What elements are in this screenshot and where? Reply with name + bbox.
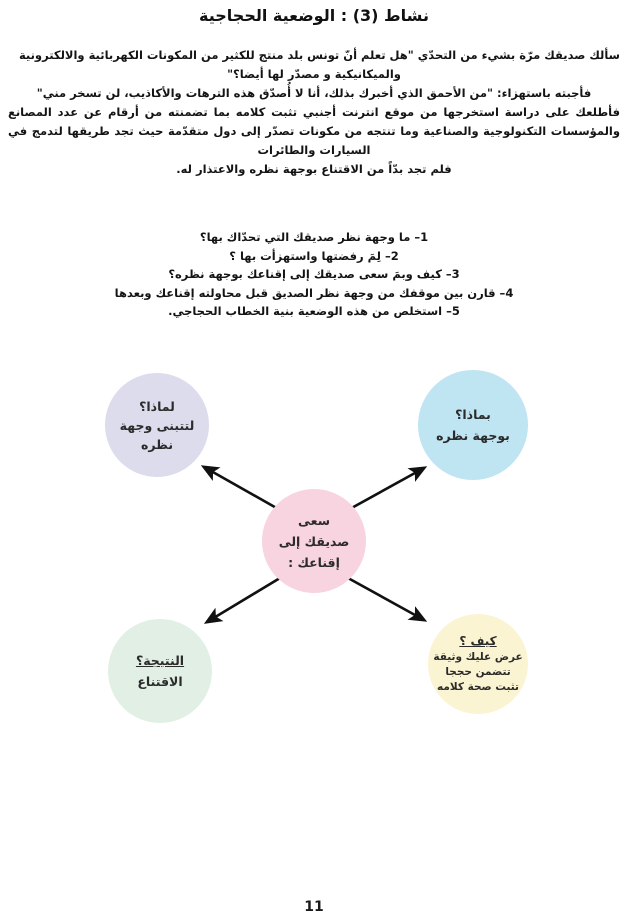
node-why-line-1: لماذا؟ xyxy=(139,398,175,414)
node-center-line-2: صديقك إلى xyxy=(278,533,350,549)
body-text: سألك صديقك مرّة بشيء من التحدّي "هل تعلم… xyxy=(8,46,620,179)
argument-diagram: لماذا؟ لتتبنى وجهة نظره بماذا؟ بوجهة نظر… xyxy=(0,350,628,770)
paragraph-2: فأجبته باستهزاء: "من الأحمق الذي أخبرك ب… xyxy=(36,86,592,100)
questions-list: 1– ما وجهة نظر صديقك التي تحدّاك بها؟ 2–… xyxy=(8,228,620,321)
diagram-node-result: النتيجة؟ الاقتناع xyxy=(108,619,212,723)
node-how-line-3: تثبت صحة كلامه xyxy=(437,680,519,693)
question-item-3: 3– كيف وبمَ سعى صديقك إلى إقناعك بوجهة ن… xyxy=(168,267,460,281)
node-why-line-3: نظره xyxy=(140,436,174,452)
diagram-node-why: لماذا؟ لتتبنى وجهة نظره xyxy=(105,373,209,477)
page-number: 11 xyxy=(304,899,324,915)
node-how-line-2: تتضمن حججا xyxy=(445,665,511,678)
node-how-line-1: عرض عليك وثيقة xyxy=(433,650,523,663)
question-item-1: 1– ما وجهة نظر صديقك التي تحدّاك بها؟ xyxy=(199,230,429,244)
paragraph-3: فأطلعك على دراسة استخرجها من موقع انترنت… xyxy=(8,105,620,157)
node-center-line-3: إقناعك : xyxy=(288,554,340,570)
paragraph-4: فلم تجد بدّاً من الاقتناع بوجهة نظره وال… xyxy=(176,162,452,176)
diagram-node-center: سعى صديقك إلى إقناعك : xyxy=(262,489,366,593)
node-with-what-line-2: بوجهة نظره xyxy=(436,428,510,443)
question-item-5: 5– استخلص من هذه الوضعية بنية الخطاب الح… xyxy=(168,304,460,318)
question-item-4: 4– قارن بين موقفك من وجهة نظر الصديق قبل… xyxy=(114,285,514,300)
node-with-what-line-1: بماذا؟ xyxy=(455,407,491,422)
page-title: نشاط (3) : الوضعية الحجاجية xyxy=(199,6,429,25)
node-result-line-1: النتيجة؟ xyxy=(135,653,185,668)
arrow-center-to-why xyxy=(200,465,281,512)
diagram-node-with-what: بماذا؟ بوجهة نظره xyxy=(418,370,528,480)
diagram-node-how: كيف ؟ عرض عليك وثيقة تتضمن حججا تثبت صحة… xyxy=(428,614,528,714)
node-how-heading: كيف ؟ xyxy=(459,633,497,648)
arrow-center-to-result xyxy=(203,576,281,624)
question-item-2: 2– لِمَ رفضتها واستهزأت بها ؟ xyxy=(229,248,399,263)
node-why-line-2: لتتبنى وجهة xyxy=(119,417,195,433)
node-center-line-1: سعى xyxy=(298,512,330,528)
diagram-arrows-layer xyxy=(200,465,428,624)
paragraph-1: سألك صديقك مرّة بشيء من التحدّي "هل تعلم… xyxy=(18,48,620,81)
node-result-line-2: الاقتناع xyxy=(137,674,183,689)
arrow-center-to-with-what xyxy=(347,466,428,512)
arrow-center-to-how xyxy=(347,576,428,622)
